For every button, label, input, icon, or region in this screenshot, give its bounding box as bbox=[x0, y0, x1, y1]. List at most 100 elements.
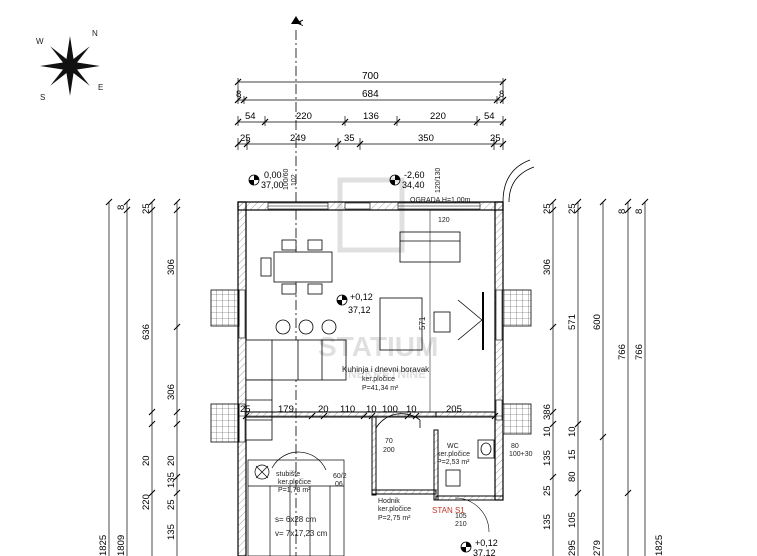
svg-text:37,12: 37,12 bbox=[348, 305, 371, 315]
left-dim-220: 220 bbox=[141, 494, 152, 510]
right-dim-25: 25 bbox=[542, 203, 553, 214]
dim-top-35: 35 bbox=[344, 133, 355, 144]
right-dim-135b: 135 bbox=[542, 514, 553, 530]
left-dim-636: 636 bbox=[141, 324, 152, 340]
hall-door-dim-top: 105 bbox=[455, 513, 467, 520]
inner-dim-100: 100 bbox=[382, 404, 398, 415]
left-dim-1809: 1809 bbox=[116, 535, 127, 556]
svg-text:37,00: 37,00 bbox=[261, 180, 284, 190]
door-060-bottom: 06 bbox=[335, 481, 343, 488]
left-dim-20: 20 bbox=[141, 455, 152, 466]
left-dim-20b: 20 bbox=[166, 455, 177, 466]
dim-top-350: 350 bbox=[418, 133, 434, 144]
room-hall-floor: ker.pločice bbox=[378, 506, 411, 513]
left-dimensions bbox=[105, 198, 181, 556]
right-dim-8: 8 bbox=[617, 209, 628, 214]
inner-dim-20: 20 bbox=[318, 404, 329, 415]
elevation-marker-3: +0,12 37,12 bbox=[336, 292, 373, 315]
hall-door-dim-bottom: 210 bbox=[455, 521, 467, 528]
kitchen-counter bbox=[245, 339, 347, 441]
right-dim-766: 766 bbox=[617, 344, 628, 360]
compass-rose-icon: W N S E bbox=[36, 29, 103, 102]
dim-top-54-left: 54 bbox=[245, 111, 256, 122]
dim-top-8-left: 8 bbox=[236, 89, 241, 100]
left-dim-8: 8 bbox=[116, 205, 127, 210]
left-dim-25b: 25 bbox=[166, 499, 177, 510]
dim-top-25-right: 25 bbox=[490, 133, 501, 144]
section-a-label: A bbox=[295, 19, 306, 26]
room-stair-area: P=1,78 m² bbox=[278, 487, 311, 494]
compass-w-label: W bbox=[36, 37, 44, 46]
inner-dim-10a: 10 bbox=[366, 404, 377, 415]
room-wc-floor: ker.pločice bbox=[437, 451, 470, 458]
elevation-marker-2: -2,60 34,40 bbox=[389, 170, 425, 190]
right-dim-80: 80 bbox=[567, 471, 578, 482]
right-dim-10b: 10 bbox=[567, 426, 578, 437]
compass-s-label: S bbox=[40, 93, 45, 102]
right-dim-279: 279 bbox=[592, 540, 603, 556]
inner-dim-row bbox=[238, 412, 503, 420]
wc-window-dim-bottom: 100+30 bbox=[509, 451, 533, 458]
dim-120-label: 120 bbox=[438, 217, 450, 224]
svg-text:+0,12: +0,12 bbox=[475, 538, 498, 548]
wc-window-dim-top: 80 bbox=[511, 443, 519, 450]
room-living-area: P=41,34 m² bbox=[362, 385, 399, 392]
inner-dim-25: 25 bbox=[240, 404, 251, 415]
svg-text:37,12: 37,12 bbox=[473, 548, 496, 556]
stair-dim-line2: v= 7x17,23 cm bbox=[275, 529, 328, 538]
inner-dim-179: 179 bbox=[278, 404, 294, 415]
right-dimensions bbox=[549, 198, 649, 556]
room-wc-name: WC bbox=[447, 443, 459, 450]
svg-text:STATIUM: STATIUM bbox=[318, 331, 438, 362]
left-dim-135: 135 bbox=[166, 524, 177, 540]
right-dim-15: 15 bbox=[567, 449, 578, 460]
section-line-a: A bbox=[291, 16, 306, 556]
staircase bbox=[247, 451, 345, 556]
left-dim-306a: 306 bbox=[166, 259, 177, 275]
interior-walls bbox=[245, 411, 504, 501]
right-dim-10: 10 bbox=[542, 426, 553, 437]
right-dim-306: 306 bbox=[542, 259, 553, 275]
right-dim-295: 295 bbox=[567, 540, 578, 556]
room-living-floor: ker.pločice bbox=[362, 376, 395, 383]
compass-n-label: N bbox=[92, 29, 98, 38]
right-dim-25b: 25 bbox=[542, 485, 553, 496]
room-hall-name: Hodnik bbox=[378, 498, 400, 505]
dim-top-136: 136 bbox=[363, 111, 379, 122]
room-stair-floor: ker.pločice bbox=[278, 479, 311, 486]
wc-door-dim-bottom: 200 bbox=[383, 447, 395, 454]
left-dim-105: 135 bbox=[166, 472, 177, 488]
left-dim-306b: 306 bbox=[166, 384, 177, 400]
wc-fixtures bbox=[375, 413, 495, 487]
room-wc-area: P=2,53 m² bbox=[437, 459, 470, 466]
right-dim-8b: 8 bbox=[634, 209, 645, 214]
svg-text:NEKRETNINE: NEKRETNINE bbox=[348, 367, 426, 381]
svg-text:34,40: 34,40 bbox=[402, 180, 425, 190]
wc-door-dim-top: 70 bbox=[385, 438, 393, 445]
ograda-label: OGRADA H=1,00m bbox=[410, 197, 471, 204]
room-hall-area: P=2,75 m² bbox=[378, 515, 411, 522]
left-dim-1825: 1825 bbox=[98, 535, 109, 556]
room-stair-name: stubište bbox=[276, 471, 300, 478]
room-living-name: Kuhinja i dnevni boravak bbox=[342, 365, 430, 374]
right-dim-1825: 1825 bbox=[654, 535, 665, 556]
right-dim-135a: 135 bbox=[542, 450, 553, 466]
elevation-marker-1: 0,00 37,00 bbox=[248, 170, 284, 190]
svg-text:-2,60: -2,60 bbox=[404, 170, 425, 180]
window-label-2: 120/130 bbox=[435, 168, 442, 193]
building-walls bbox=[237, 201, 504, 556]
svg-text:+0,12: +0,12 bbox=[350, 292, 373, 302]
dim-top-25-left: 25 bbox=[240, 133, 251, 144]
dim-top-220-left: 220 bbox=[296, 111, 312, 122]
dining-table bbox=[260, 239, 333, 295]
dim-top-249: 249 bbox=[290, 133, 306, 144]
shutter-left-lower bbox=[210, 403, 240, 443]
door-swing bbox=[454, 497, 490, 533]
dim-top-684: 684 bbox=[362, 89, 379, 100]
unit-label: STAN S1 bbox=[432, 506, 465, 515]
right-dim-25c: 25 bbox=[567, 203, 578, 214]
top-dimensions bbox=[234, 78, 507, 150]
door-060-top: 60/2 bbox=[333, 473, 347, 480]
watermark-logo: STATIUM NEKRETNINE bbox=[318, 177, 438, 381]
